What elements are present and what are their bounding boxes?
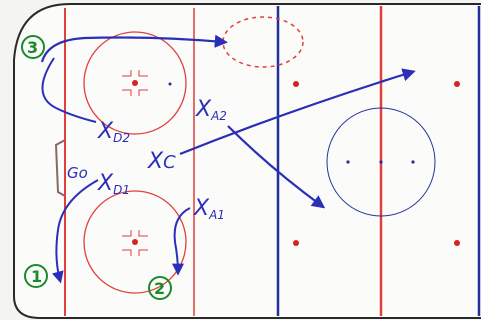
arrow-path-a2: [227, 125, 326, 209]
player-label-c: XC: [147, 149, 176, 174]
start-marker-1: 1: [24, 264, 48, 288]
faceoff-circle-bottom: [83, 190, 187, 294]
svg-text:3: 3: [27, 38, 38, 57]
start-marker-3: 3: [21, 35, 45, 59]
target-zone: [222, 16, 304, 68]
hashmarks-bottom: [122, 230, 148, 256]
center-dot: [411, 160, 415, 164]
faceoff-circle-top: [83, 31, 187, 135]
center-dot: [379, 160, 383, 164]
faceoff-dot: [293, 240, 299, 246]
arrow-path-d1: [52, 179, 99, 284]
faceoff-dot: [454, 81, 460, 87]
rink-boards: [13, 3, 481, 319]
goal-crease: [54, 139, 66, 197]
arrow-path-3: [40, 34, 228, 63]
arrow-path-c: [179, 68, 416, 156]
arrow-path-3-loop: [41, 57, 97, 123]
goalie-label: Go: [67, 164, 88, 182]
faceoff-dot: [293, 81, 299, 87]
faceoff-dot: [454, 240, 460, 246]
svg-text:2: 2: [154, 279, 165, 298]
player-label-a1: XA1: [193, 196, 225, 222]
center-circle: [326, 107, 436, 217]
center-dot: [346, 160, 350, 164]
arrow-path-a1: [171, 207, 191, 276]
faceoff-dot: [168, 82, 172, 86]
faceoff-dot: [132, 239, 138, 245]
start-marker-2: 2: [148, 276, 172, 300]
hashmarks-top: [122, 70, 148, 96]
svg-text:1: 1: [31, 267, 42, 286]
faceoff-dot: [132, 80, 138, 86]
